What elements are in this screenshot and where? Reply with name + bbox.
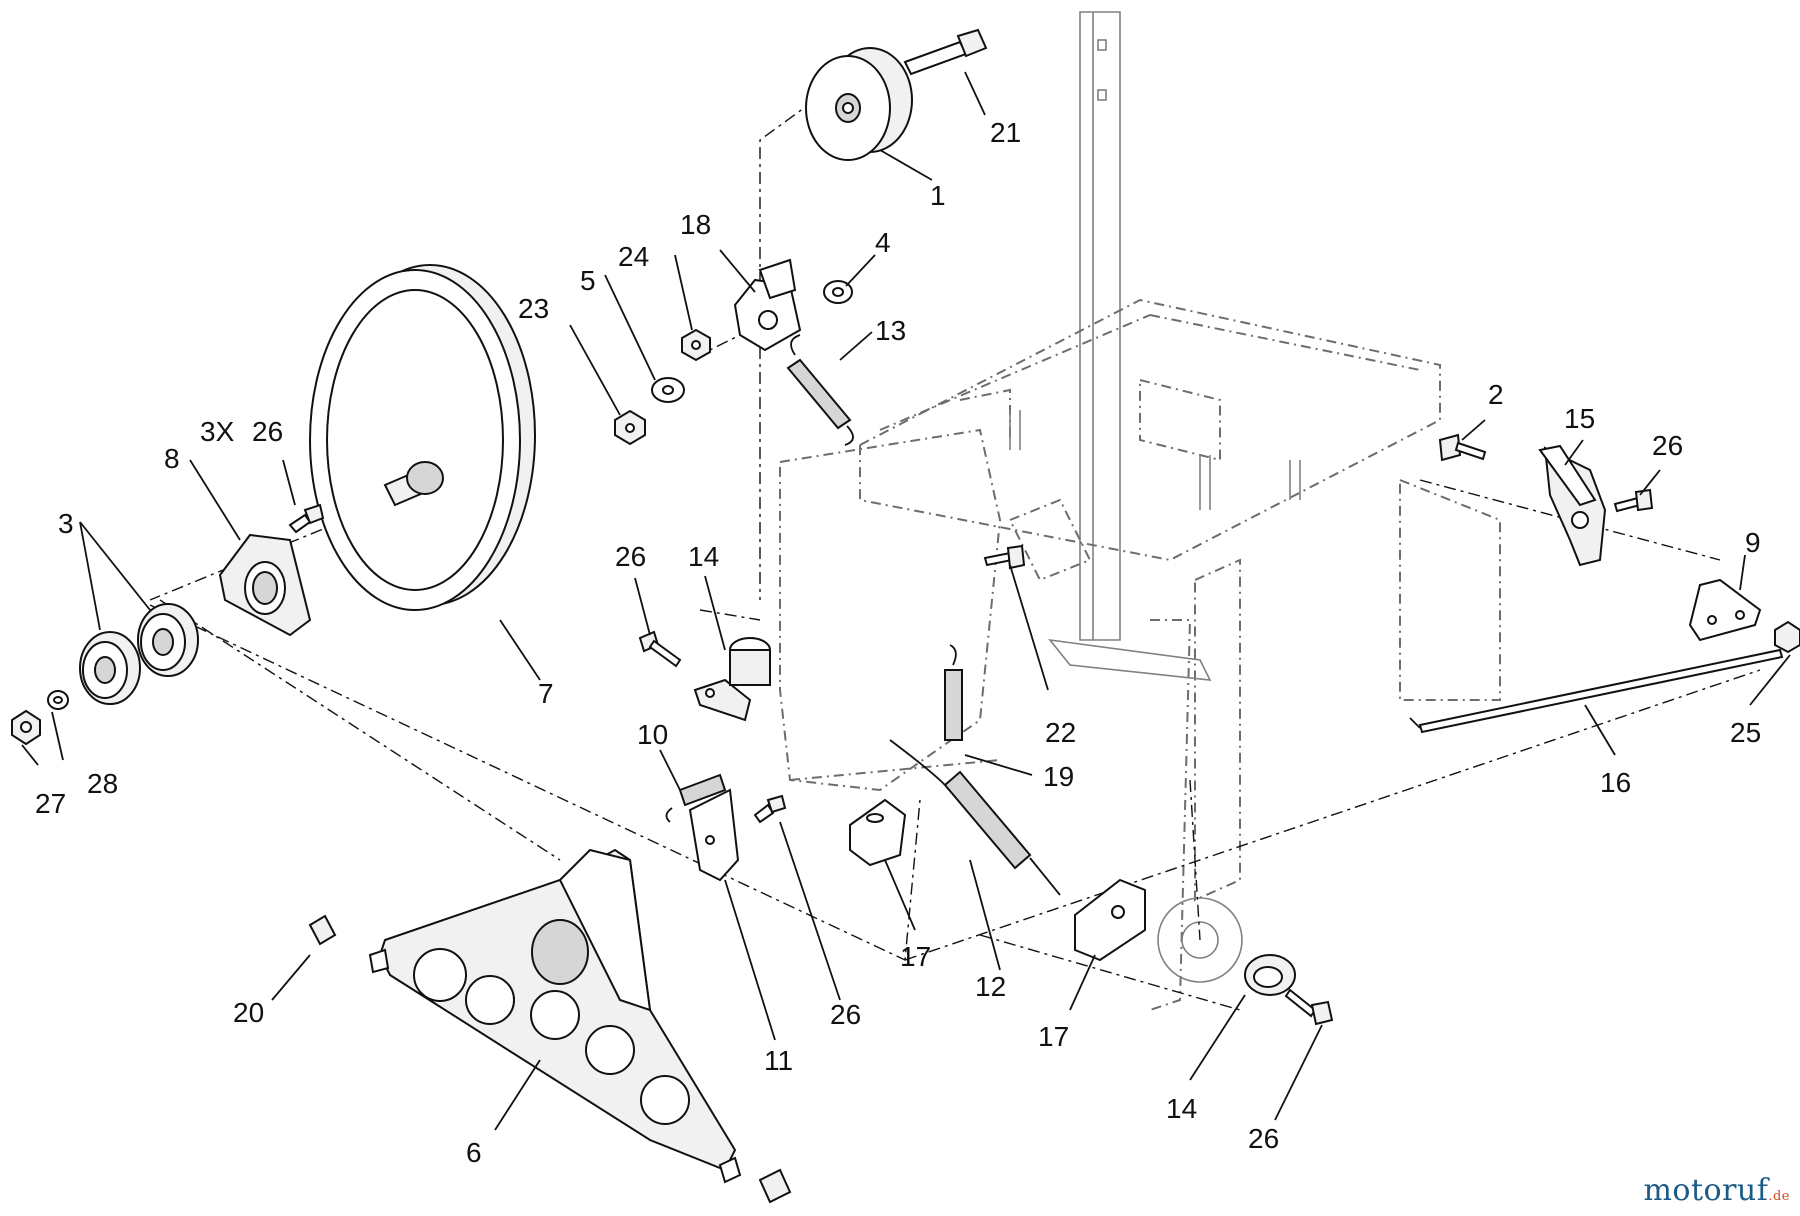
callout-26-left: 26 (615, 541, 646, 572)
callout-17-lower: 17 (1038, 1021, 1069, 1052)
part-13-spring (786, 334, 854, 446)
part-4-washer (823, 280, 853, 304)
part-9-plate (1688, 578, 1762, 642)
callout-15: 15 (1564, 403, 1595, 434)
callout-22: 22 (1045, 717, 1076, 748)
callout-27: 27 (35, 788, 66, 819)
callout-14-upper: 14 (688, 541, 719, 572)
part-26-bolt-mid (753, 794, 787, 824)
callout-2: 2 (1488, 379, 1504, 410)
part-26-bolt-left (638, 630, 682, 668)
callout-26-lower: 26 (1248, 1123, 1279, 1154)
part-27-nut (11, 709, 41, 746)
callout-26-right: 26 (1652, 430, 1683, 461)
callout-21: 21 (990, 117, 1021, 148)
part-10-spring (665, 773, 727, 823)
part-17-bracket-upper (849, 798, 907, 867)
callout-1: 1 (930, 180, 946, 211)
part-2-bolt (1438, 433, 1487, 462)
callout-numbers: 21 1 18 4 13 24 5 23 3X 26 8 3 7 27 28 2… (35, 117, 1761, 1168)
part-11-bracket (688, 788, 740, 882)
watermark-tld: .de (1768, 1189, 1790, 1204)
part-26-bolt-right (1613, 488, 1654, 513)
callout-6: 6 (466, 1137, 482, 1168)
callout-18: 18 (680, 209, 711, 240)
frame-ghost (779, 11, 1501, 1011)
watermark: motoruf.de (1643, 1173, 1790, 1208)
callout-13: 13 (875, 315, 906, 346)
callout-24: 24 (618, 241, 649, 272)
part-7-large-pulley (309, 264, 536, 611)
leader-lines (21, 71, 1791, 1131)
callout-20: 20 (233, 997, 264, 1028)
callout-26-mid: 26 (830, 999, 861, 1030)
callout-16: 16 (1600, 767, 1631, 798)
part-5-washer (651, 377, 685, 403)
part-8-flange (218, 533, 312, 637)
callout-17-upper: 17 (900, 941, 931, 972)
callout-23: 23 (518, 293, 549, 324)
part-15-lever (1538, 444, 1607, 567)
callout-7: 7 (538, 678, 554, 709)
part-14-bushing-lower (1244, 954, 1296, 996)
callout-5: 5 (580, 265, 596, 296)
part-22-bolt (983, 544, 1026, 570)
part-end-cap (758, 1168, 792, 1204)
part-28-washer (47, 690, 69, 710)
callout-19: 19 (1043, 761, 1074, 792)
part-18-bracket (733, 258, 802, 352)
callout-3: 3 (58, 508, 74, 539)
callout-28: 28 (87, 768, 118, 799)
callout-25: 25 (1730, 717, 1761, 748)
part-3-bearings (79, 603, 199, 705)
part-24-nut (681, 328, 711, 362)
callout-3x: 3X (200, 416, 235, 447)
watermark-brand: motoruf (1643, 1173, 1769, 1208)
callout-10: 10 (637, 719, 668, 750)
part-17-bracket-lower (1074, 878, 1146, 962)
part-12-spring (889, 739, 1061, 896)
part-20-cap (308, 914, 337, 946)
part-26-bolt-lower (1284, 988, 1334, 1026)
part-16-rod (1409, 648, 1784, 734)
part-23-nut (614, 409, 646, 446)
part-25-nut (1774, 620, 1800, 654)
part-21-bolt (903, 28, 988, 76)
part-14-bushing-upper (693, 637, 771, 722)
callout-14-lower: 14 (1166, 1093, 1197, 1124)
callout-4: 4 (875, 227, 891, 258)
callout-8: 8 (164, 443, 180, 474)
callout-11: 11 (764, 1045, 793, 1076)
part-1-idler-pulley (805, 47, 913, 161)
part-26-bolt-upper (288, 503, 325, 534)
callout-12: 12 (975, 971, 1006, 1002)
part-6-arm (368, 848, 742, 1184)
callout-9: 9 (1745, 527, 1761, 558)
part-19-spring (944, 644, 963, 741)
callout-26-upper: 26 (252, 416, 283, 447)
